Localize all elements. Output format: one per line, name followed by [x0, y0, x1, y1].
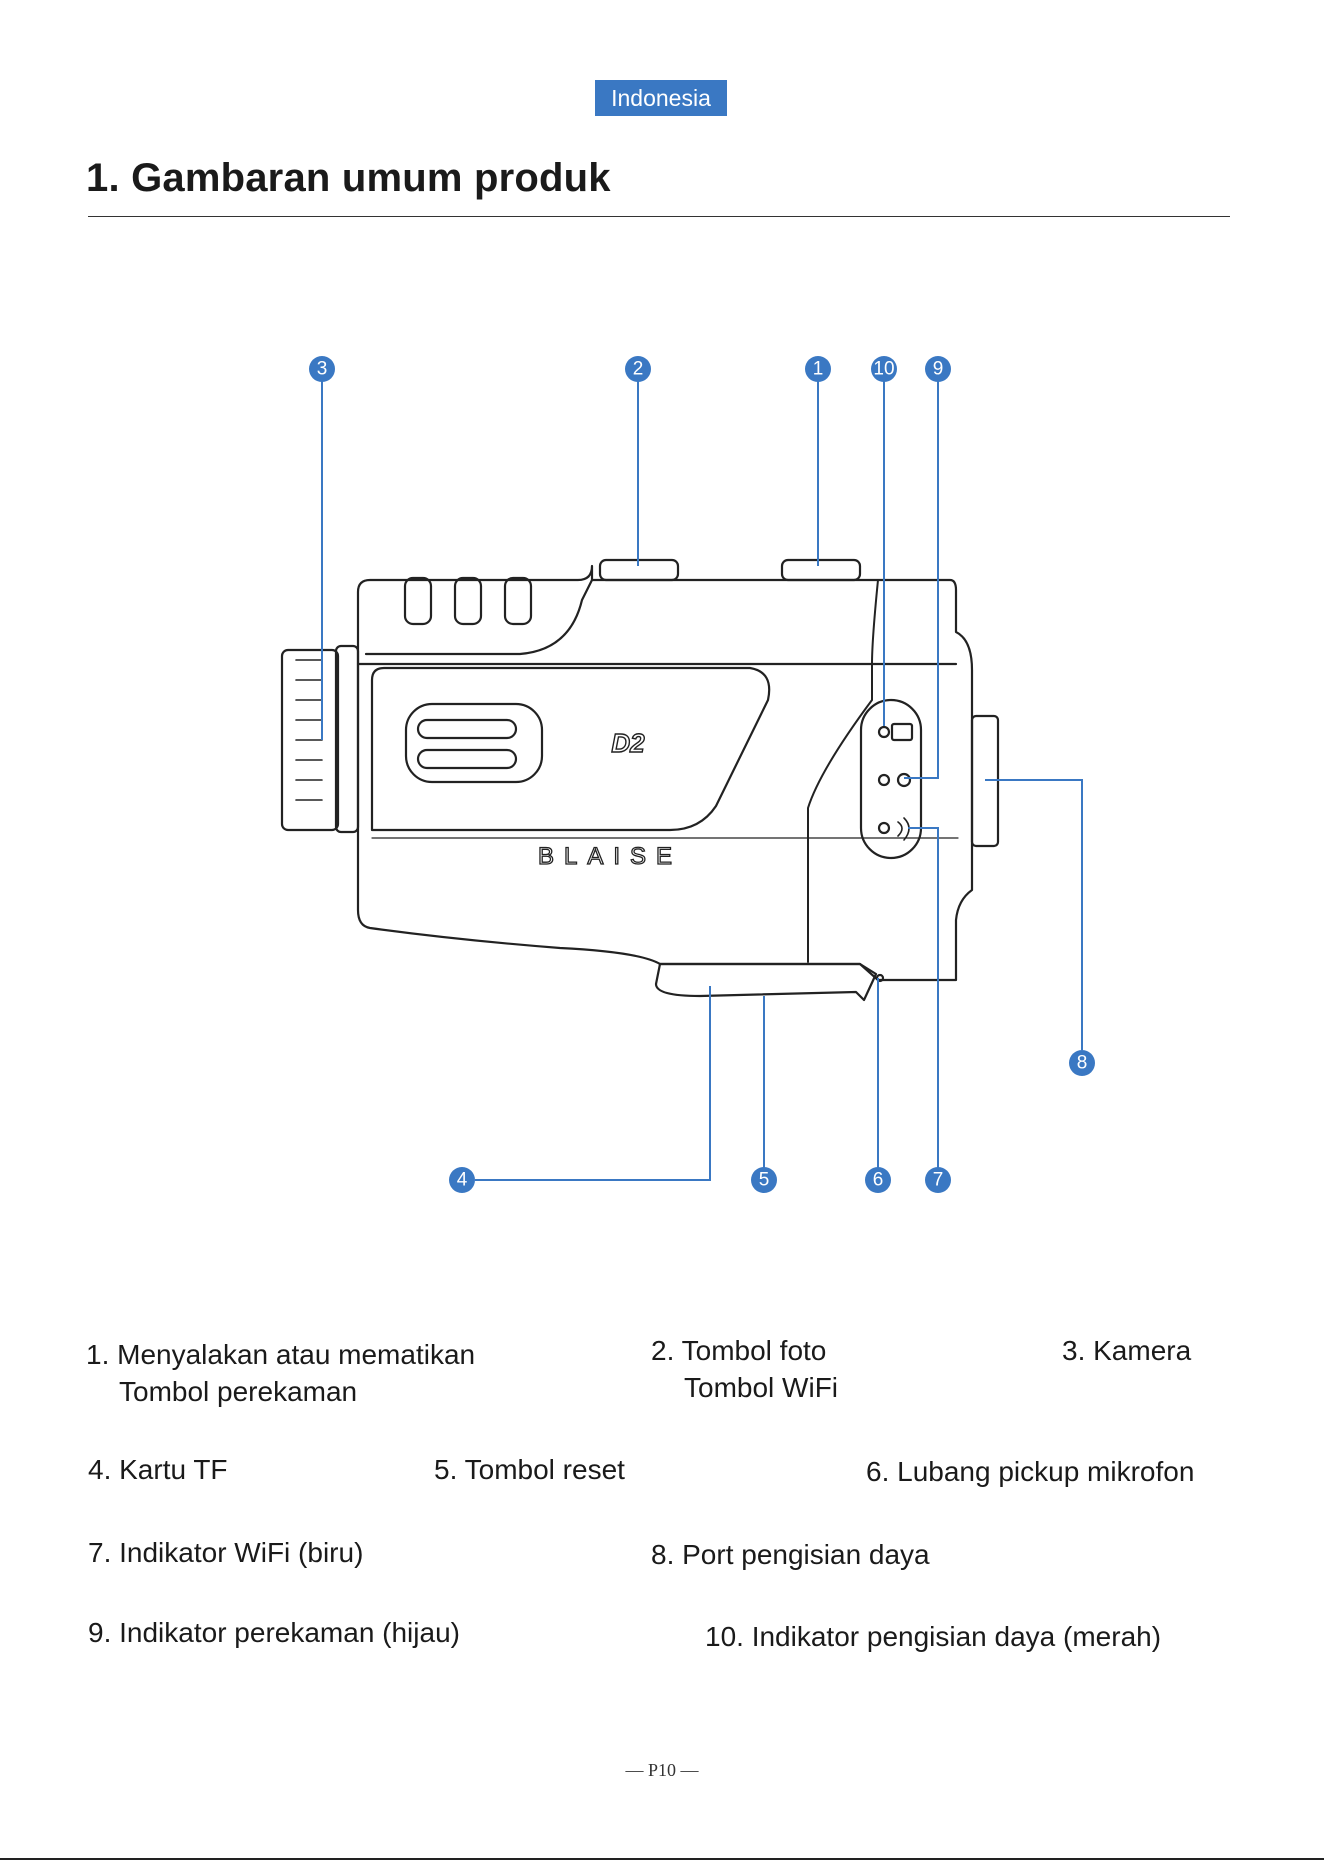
language-badge: Indonesia	[595, 80, 727, 116]
callout-10: 10	[871, 356, 897, 382]
svg-text:10: 10	[873, 359, 894, 380]
callout-9: 9	[925, 356, 951, 382]
callout-5: 5	[751, 1167, 777, 1193]
legend-item-1-line-1: 1. Menyalakan atau mematikan	[86, 1339, 476, 1370]
device-body	[356, 564, 974, 982]
svg-text:3: 3	[317, 359, 328, 380]
svg-text:2: 2	[633, 359, 644, 380]
legend-item-1: 1. Menyalakan atau mematikan Tombol pere…	[86, 1336, 475, 1410]
page-number: — P10 —	[625, 1760, 699, 1780]
legend-item-9: 9. Indikator perekaman (hijau)	[88, 1617, 460, 1648]
callout-8: 8	[1069, 1050, 1095, 1076]
callout-1: 1	[805, 356, 831, 382]
callout-6: 6	[865, 1167, 891, 1193]
legend-item-2-line-2: Tombol WiFi	[684, 1372, 839, 1403]
page-title: 1. Gambaran umum produk	[86, 156, 611, 200]
callout-4: 4	[449, 1167, 475, 1193]
legend-item-8: 8. Port pengisian daya	[651, 1539, 930, 1570]
legend-item-1-line-2: Tombol perekaman	[119, 1376, 358, 1407]
title-divider	[88, 216, 1230, 217]
callout-7: 7	[925, 1167, 951, 1193]
power-button-shape	[780, 558, 862, 582]
legend-item-7: 7. Indikator WiFi (biru)	[88, 1537, 364, 1568]
callout-3: 3	[309, 356, 335, 382]
callout-2: 2	[625, 356, 651, 382]
svg-text:9: 9	[933, 359, 944, 380]
legend-item-10: 10. Indikator pengisian daya (merah)	[705, 1621, 1162, 1652]
svg-text:4: 4	[457, 1170, 468, 1191]
lens-ring	[280, 648, 340, 832]
legend-item-5: 5. Tombol reset	[434, 1454, 625, 1485]
legend-item-2-line-1: 2. Tombol foto	[651, 1335, 827, 1366]
leader-lines	[321, 380, 1083, 1181]
svg-text:6: 6	[873, 1170, 884, 1191]
legend-item-2: 2. Tombol foto Tombol WiFi	[651, 1332, 838, 1406]
svg-text:8: 8	[1077, 1053, 1088, 1074]
device-illustration	[280, 558, 1000, 1002]
svg-text:1: 1	[813, 359, 824, 380]
device-brand-label: BLAISE	[538, 843, 682, 870]
svg-text:7: 7	[933, 1170, 944, 1191]
device-model-label: D2	[611, 728, 645, 758]
legend-item-4: 4. Kartu TF	[88, 1454, 228, 1485]
bottom-divider	[0, 1858, 1324, 1860]
legend-item-3: 3. Kamera	[1062, 1335, 1192, 1366]
svg-text:5: 5	[759, 1170, 770, 1191]
legend-item-6: 6. Lubang pickup mikrofon	[866, 1456, 1195, 1487]
